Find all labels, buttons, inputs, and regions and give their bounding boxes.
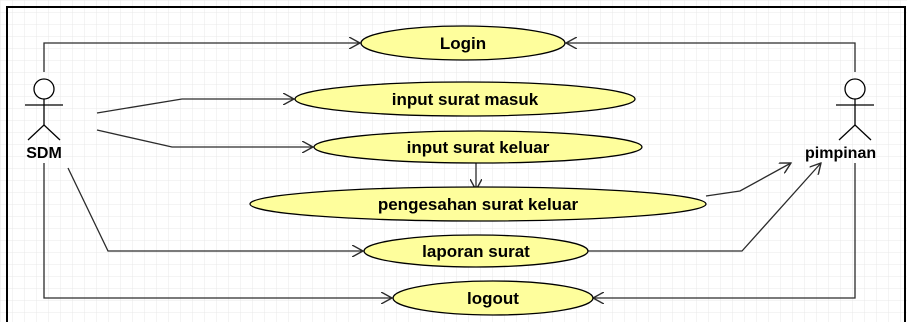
diagram-frame — [6, 6, 906, 322]
usecase-login-label: Login — [440, 34, 486, 53]
edge-pimpinan-logout — [593, 163, 856, 298]
edge-sdm-logout — [43, 163, 392, 298]
edge-sdm-laporan — [67, 167, 363, 251]
edge-pimpinan-login — [566, 43, 856, 72]
connectors — [43, 43, 856, 298]
usecase-input-surat-masuk — [294, 81, 636, 117]
usecase-logout — [392, 280, 594, 316]
usecase-input-surat-masuk-label: input surat masuk — [392, 90, 539, 109]
usecase-pengesahan-label: pengesahan surat keluar — [378, 195, 579, 214]
actor-sdm-head-icon — [33, 78, 55, 100]
actor-sdm-label: SDM — [26, 145, 62, 162]
edge-sdm-input-masuk — [96, 99, 294, 114]
edge-sdm-login — [43, 43, 360, 72]
edge-pengesahan-pimpinan — [705, 163, 791, 197]
actor-pimpinan-label: pimpinan — [805, 145, 876, 162]
usecase-pengesahan-surat-keluar — [249, 186, 707, 222]
actor-pimpinan — [836, 78, 874, 141]
actor-sdm-right-leg-icon — [43, 124, 61, 141]
usecase-input-surat-keluar — [313, 130, 643, 164]
usecase-laporan-surat — [363, 234, 589, 268]
usecase-login — [360, 25, 566, 61]
actor-sdm-left-leg-icon — [27, 124, 45, 141]
edge-laporan-pimpinan — [588, 163, 821, 252]
actor-pimpinan-right-leg-icon — [854, 124, 872, 141]
actor-pimpinan-head-icon — [844, 78, 866, 100]
usecase-laporan-surat-label: laporan surat — [422, 242, 530, 261]
actor-sdm — [25, 78, 63, 141]
edge-sdm-input-keluar — [96, 129, 313, 147]
usecase-logout-label: logout — [467, 289, 519, 308]
actor-pimpinan-left-leg-icon — [838, 124, 856, 141]
usecase-input-surat-keluar-label: input surat keluar — [407, 138, 550, 157]
use-cases — [249, 25, 707, 316]
